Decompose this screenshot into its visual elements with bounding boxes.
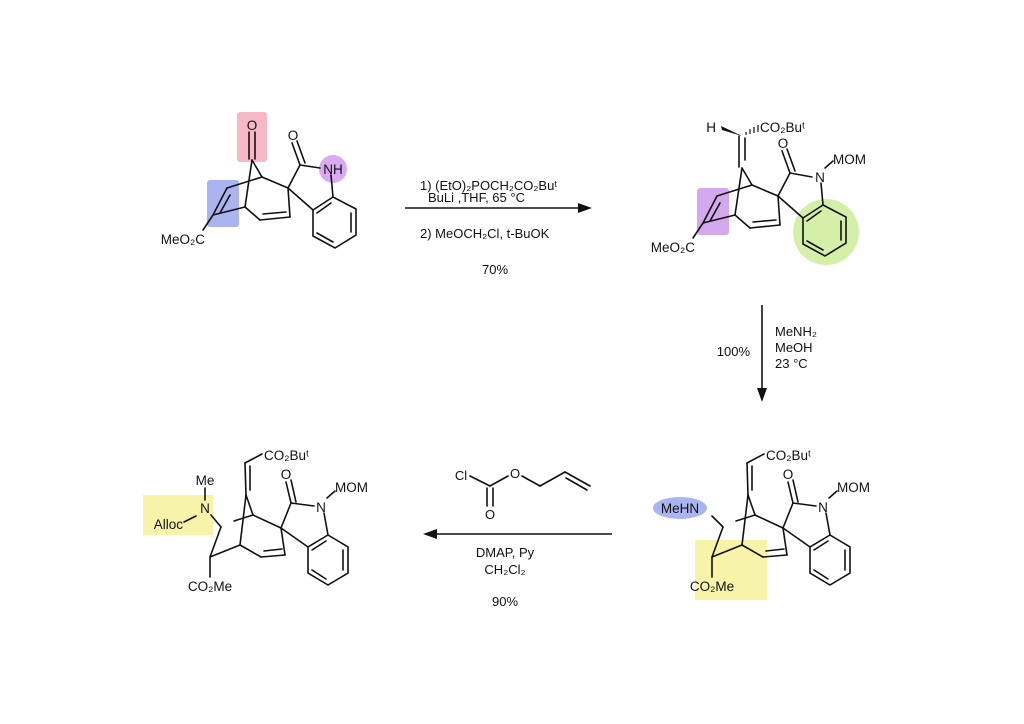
step1-reagent-2: BuLi ,THF, 65 °C <box>428 190 525 205</box>
ketone-oxygen: O <box>247 118 258 133</box>
nh-highlight <box>319 155 347 183</box>
step-3: Cl O O DMAP, Py CH₂Cl₂ 90% <box>423 466 612 609</box>
alkene-highlight <box>697 188 729 235</box>
tbu-ester-label: CO₂Buᵗ <box>264 448 309 463</box>
step2-reagent-1: MeNH₂ <box>775 324 817 339</box>
compound-1: O O NH MeO₂C <box>161 112 357 249</box>
mom-label: MOM <box>335 480 368 495</box>
amine-label: MeHN <box>661 501 699 516</box>
amide-n-label: N <box>200 501 210 516</box>
lactam-oxygen: O <box>783 467 794 482</box>
ester-label: CO₂Me <box>690 579 734 594</box>
skeleton <box>692 125 847 257</box>
nh-label: NH <box>323 162 343 177</box>
arrowhead-3 <box>423 529 437 539</box>
mom-label: MOM <box>833 152 866 167</box>
mom-label: MOM <box>837 480 870 495</box>
ester-label: MeO₂C <box>161 232 205 247</box>
compound-4: CO₂Buᵗ O N MOM MeHN CO₂Me <box>653 448 870 600</box>
amine-highlight <box>653 497 707 519</box>
step-2: MeNH₂ MeOH 23 °C 100% <box>717 305 817 402</box>
wedge-bond <box>721 126 742 136</box>
n-label: N <box>818 500 828 515</box>
lactam-oxygen: O <box>281 467 292 482</box>
skeleton <box>183 453 349 586</box>
chloroformate-ether-o: O <box>510 466 520 481</box>
step2-reagent-2: MeOH <box>775 340 813 355</box>
n-label: N <box>316 500 326 515</box>
alloc-label: Alloc <box>154 517 184 532</box>
skeleton <box>202 131 357 249</box>
step1-yield: 70% <box>482 262 508 277</box>
step1-reagent-3: 2) MeOCH₂Cl, t-BuOK <box>420 226 550 241</box>
arrowhead-2 <box>757 388 767 402</box>
tbu-ester-label: CO₂Buᵗ <box>760 120 805 135</box>
allyl-chloroformate <box>469 471 591 507</box>
tbu-ester-label: CO₂Buᵗ <box>766 448 811 463</box>
step1-reagent-1: 1) (EtO)₂POCH₂CO₂Buᵗ <box>420 178 557 193</box>
step3-reagent-2: CH₂Cl₂ <box>484 562 525 577</box>
n-methyl-label: Me <box>196 473 215 488</box>
lactam-oxygen: O <box>778 136 789 151</box>
arrowhead-1 <box>578 203 592 213</box>
alloc-amide-highlight <box>143 495 213 535</box>
ketone-highlight <box>237 112 267 162</box>
h-label: H <box>706 120 716 135</box>
step2-yield: 100% <box>717 344 751 359</box>
ester-label: CO₂Me <box>188 579 232 594</box>
lactam-oxygen: O <box>288 128 299 143</box>
compound-3: CO₂Buᵗ O N MOM Me N Alloc CO₂Me <box>143 448 368 594</box>
step3-reagent-1: DMAP, Py <box>476 545 535 560</box>
step3-yield: 90% <box>492 594 518 609</box>
alkene-highlight <box>207 180 239 227</box>
compound-2: H CO₂Buᵗ O N MOM MeO₂C <box>651 120 866 265</box>
step-1: 1) (EtO)₂POCH₂CO₂Buᵗ BuLi ,THF, 65 °C 2)… <box>405 178 592 277</box>
skeleton <box>711 453 851 586</box>
n-label: N <box>815 170 825 185</box>
step2-reagent-3: 23 °C <box>775 356 808 371</box>
ester-label: MeO₂C <box>651 240 695 255</box>
chloroformate-carbonyl-o: O <box>485 507 495 522</box>
chloroformate-cl: Cl <box>455 468 467 483</box>
